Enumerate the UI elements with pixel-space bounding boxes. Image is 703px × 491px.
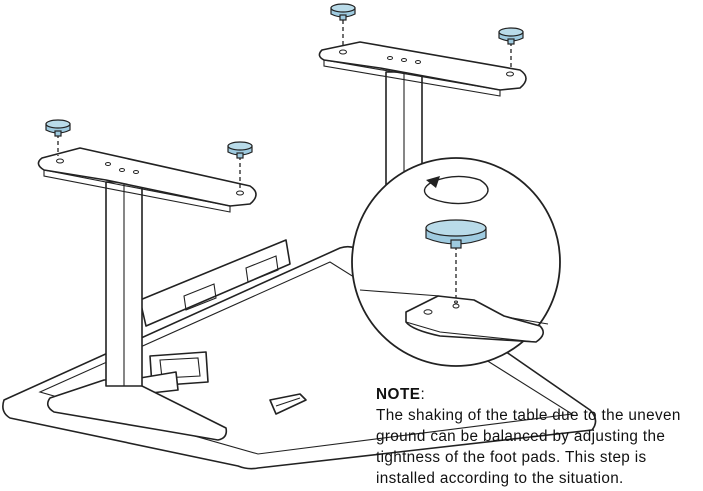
rotate-arrow-icon	[423, 175, 489, 205]
note-line-2: ground can be balanced by adjusting the	[376, 428, 666, 445]
foot-pad-left-rear	[227, 141, 253, 188]
note-line-3: tightness of the foot pads. This step is	[376, 449, 647, 466]
foot-pad-left-front	[45, 119, 71, 156]
crossbeam-frame	[139, 239, 291, 395]
note-block: NOTE: The shaking of the table due to th…	[376, 384, 703, 489]
left-leg	[37, 147, 257, 441]
detail-magnifier	[351, 157, 561, 367]
note-line-4: installed according to the situation.	[376, 470, 624, 487]
note-line-1: The shaking of the table due to the unev…	[376, 407, 681, 424]
note-colon: :	[420, 386, 425, 403]
foot-pad-right-front	[330, 3, 356, 48]
foot-pad-right-rear	[498, 27, 524, 70]
note-heading: NOTE:	[376, 384, 703, 405]
note-title: NOTE	[376, 386, 421, 403]
